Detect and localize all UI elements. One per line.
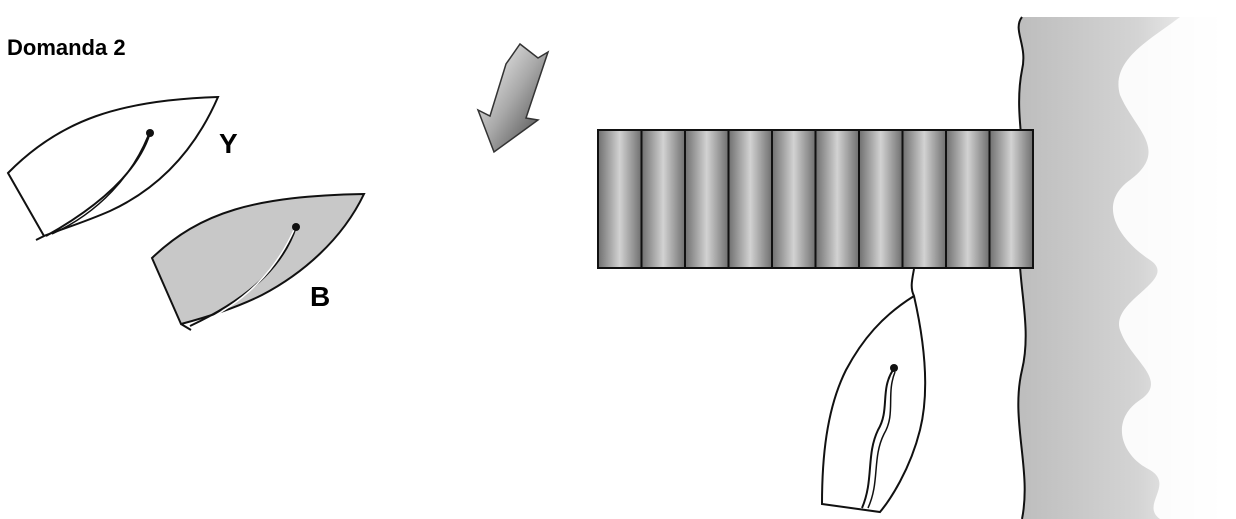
pier-plank bbox=[945, 129, 991, 269]
pier-plank bbox=[771, 129, 817, 269]
pier-plank bbox=[814, 129, 860, 269]
moored-boat-hull bbox=[820, 268, 927, 514]
pier-plank bbox=[858, 129, 904, 269]
boat-y-hull bbox=[6, 95, 220, 238]
boat-y bbox=[6, 95, 220, 241]
pier-plank bbox=[640, 129, 686, 269]
pier-plank bbox=[901, 129, 947, 269]
boat-b bbox=[150, 192, 366, 331]
pier-plank bbox=[727, 129, 773, 269]
moored-boat bbox=[820, 268, 927, 514]
moored-boat-mast bbox=[890, 364, 898, 372]
shore bbox=[1017, 16, 1236, 519]
pier-plank bbox=[597, 129, 643, 269]
moored-boat-sail bbox=[861, 369, 894, 509]
boat-y-mast bbox=[146, 129, 154, 137]
pier-plank bbox=[988, 129, 1034, 269]
pier-plank bbox=[684, 129, 730, 269]
page-title: Domanda 2 bbox=[7, 35, 126, 60]
pier bbox=[597, 129, 1034, 269]
boat-y-label: Y bbox=[219, 128, 238, 159]
boat-b-mast bbox=[292, 223, 300, 231]
boat-b-hull bbox=[150, 192, 366, 326]
boat-b-label: B bbox=[310, 281, 330, 312]
boat-y-sail bbox=[45, 132, 151, 237]
wind-arrow-icon bbox=[476, 42, 550, 154]
